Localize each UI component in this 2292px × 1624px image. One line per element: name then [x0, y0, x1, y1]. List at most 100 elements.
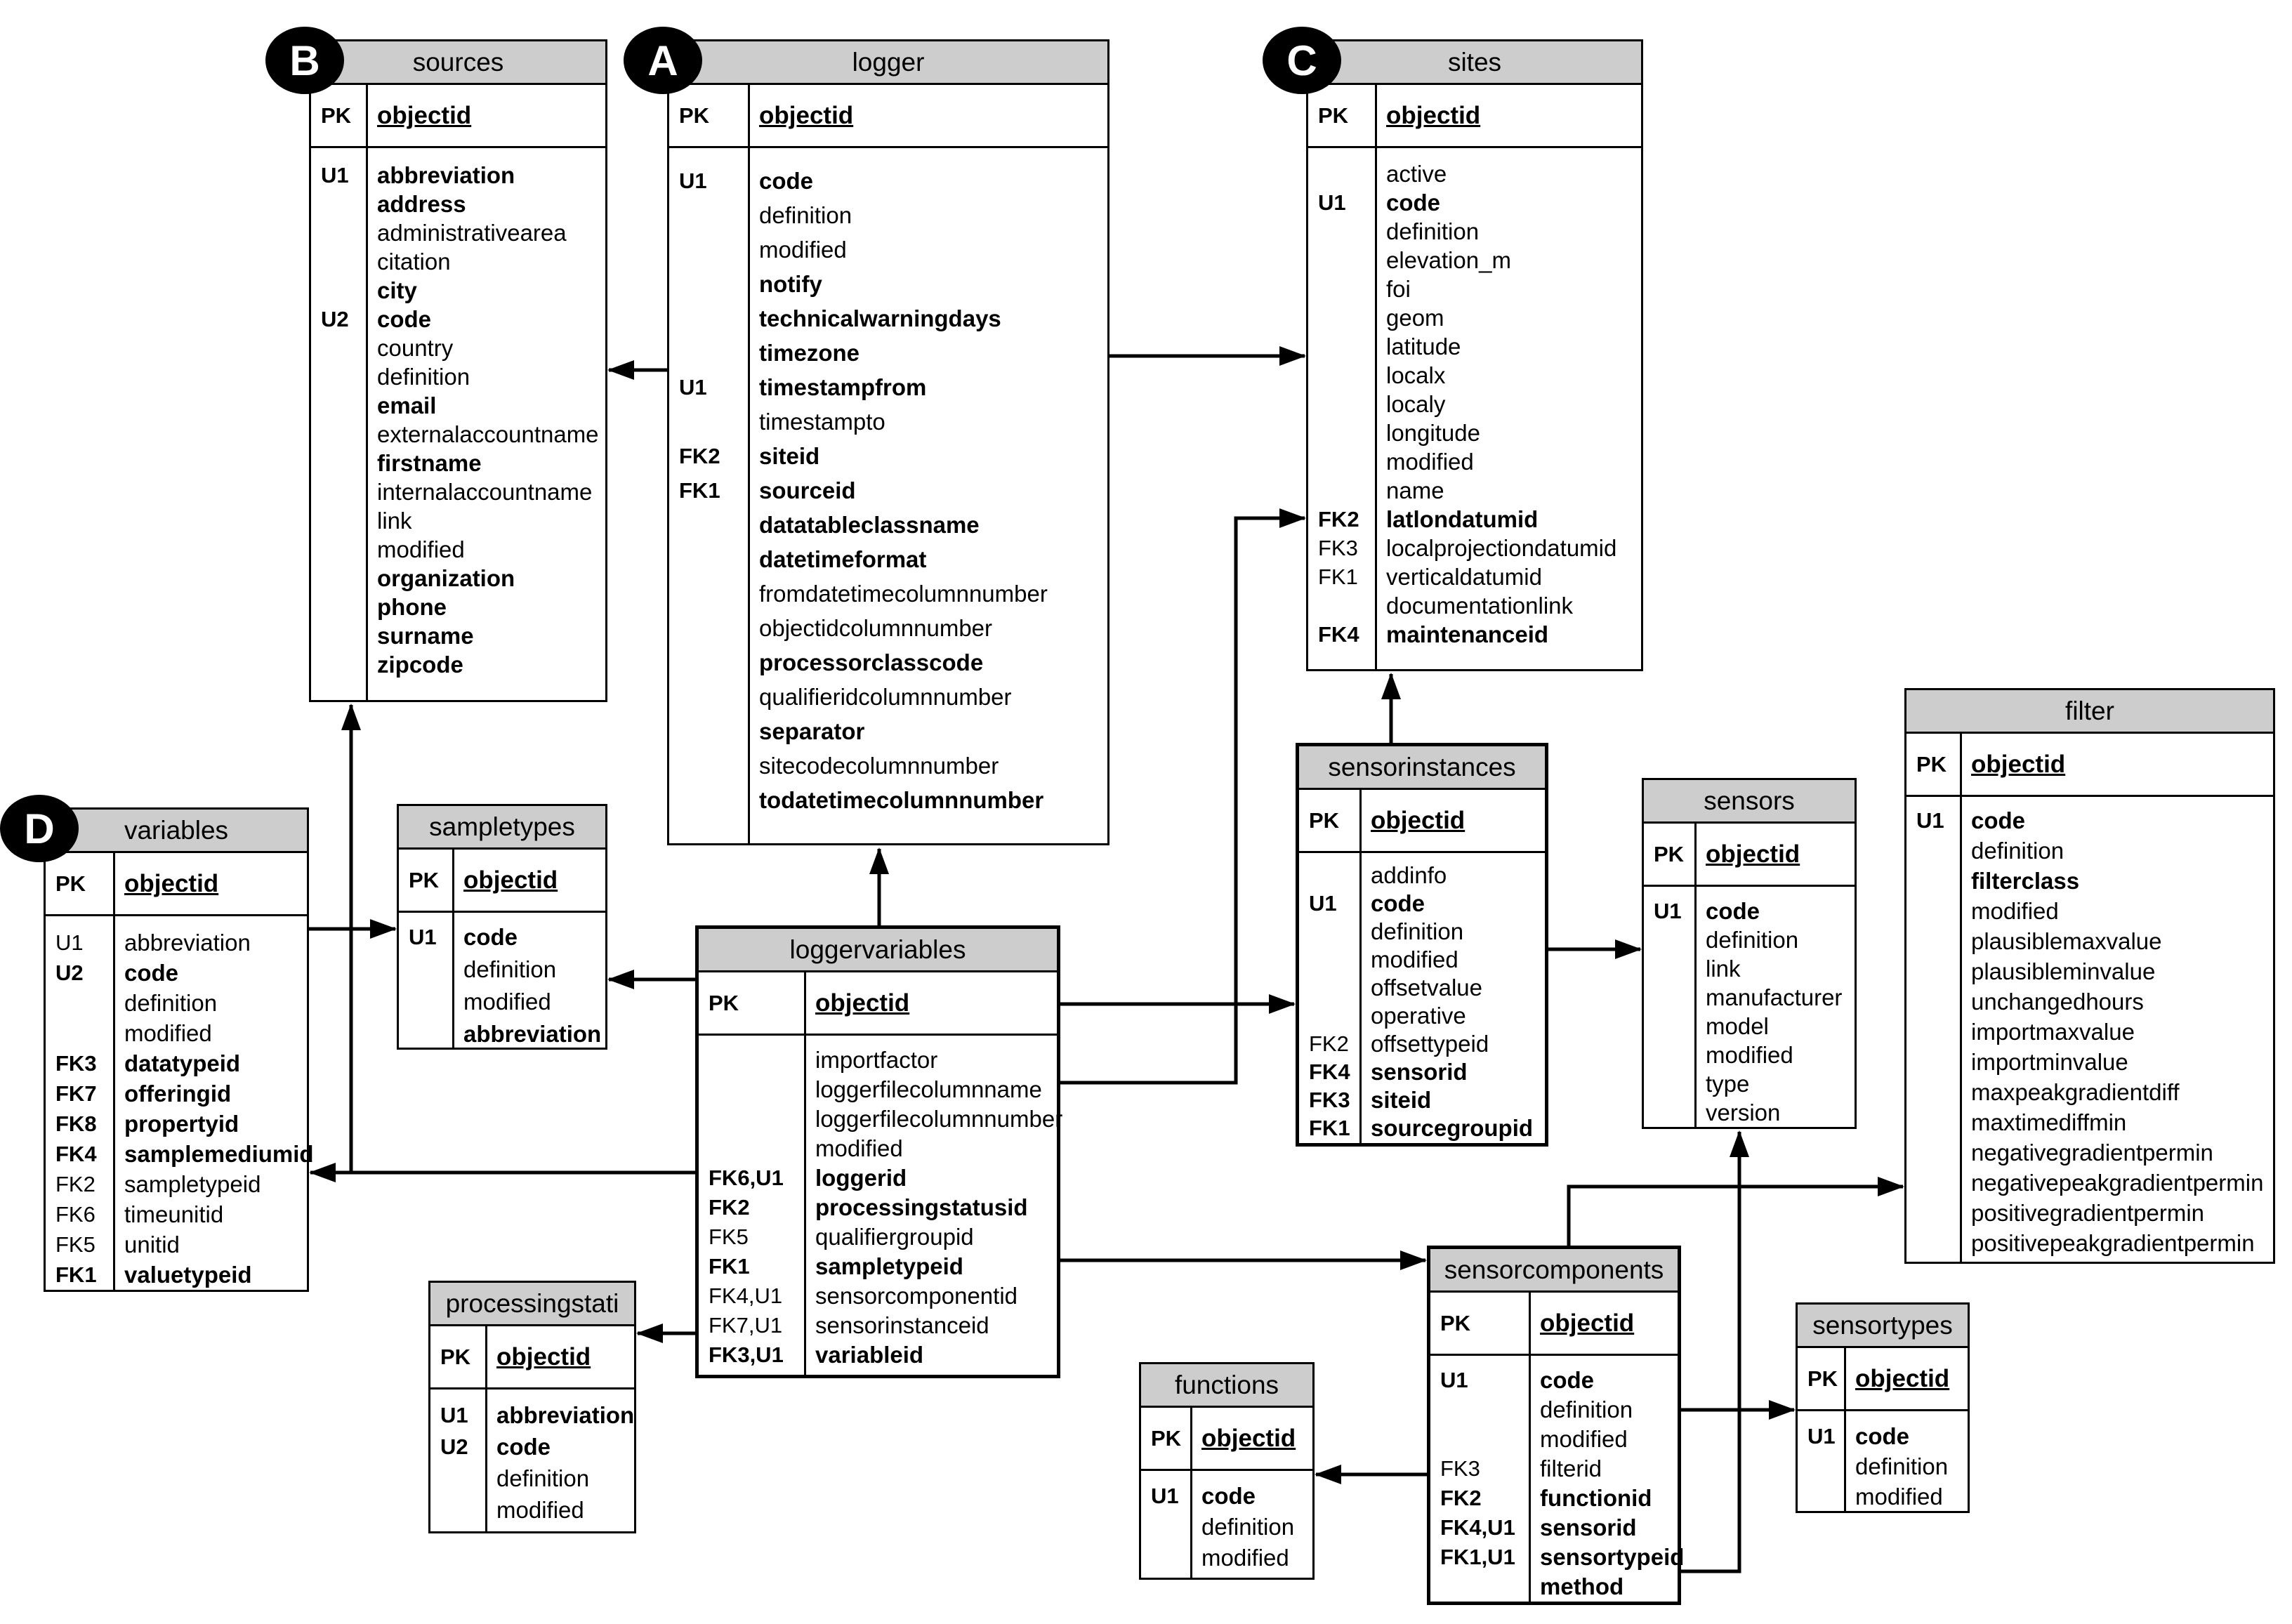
field-name: localy [1386, 390, 1446, 417]
field-row: loggerfilecolumnname [699, 1075, 1057, 1104]
pk-field-label: objectid [1855, 1364, 1950, 1392]
relationship-sensorcomponents-to-sensors [1681, 1130, 1749, 1573]
field-name: code [463, 924, 518, 950]
field-row: zipcode [311, 650, 605, 679]
field-name: abbreviation [496, 1401, 635, 1428]
pk-field-label: objectid [1371, 806, 1466, 834]
field-row: negativegradientpermin [1906, 1137, 2273, 1168]
field-name: externalaccountname [377, 421, 599, 447]
field-row: timestampto [669, 404, 1107, 439]
field-name: sensorid [1540, 1514, 1637, 1540]
pk-field-label: objectid [1971, 750, 2066, 778]
field-name: datetimeformat [759, 546, 927, 572]
field-name: latlondatumid [1386, 506, 1539, 532]
field-name: abbreviation [124, 929, 251, 956]
field-row: definition [311, 362, 605, 391]
field-row: longitude [1308, 418, 1641, 447]
field-key: FK2 [1318, 506, 1359, 532]
field-row: datatableclassname [669, 508, 1107, 542]
field-row: sitecodecolumnnumber [669, 748, 1107, 783]
field-name: firstname [377, 449, 482, 476]
field-name: definition [377, 363, 470, 390]
pk-field-label: objectid [124, 869, 219, 897]
field-row: plausiblemaxvalue [1906, 926, 2273, 956]
field-key: FK1 [1318, 564, 1358, 589]
pk-field-label: objectid [1201, 1424, 1296, 1452]
pk-field-label: objectid [496, 1342, 591, 1371]
field-row: method [1430, 1572, 1678, 1602]
field-key: FK4 [1309, 1059, 1350, 1084]
field-name: sensorcomponentid [815, 1283, 1018, 1309]
key-column-divider [485, 1326, 487, 1531]
field-name: modified [1371, 946, 1458, 972]
field-name: sampletypeid [124, 1170, 261, 1197]
field-row: abbreviation [399, 1018, 605, 1050]
table-title-filter: filter [1906, 690, 2273, 734]
field-name: abbreviation [463, 1021, 602, 1047]
pk-key-label: PK [55, 871, 86, 896]
field-name: timeunitid [124, 1201, 224, 1227]
field-row: city [311, 276, 605, 305]
field-row: phone [311, 593, 605, 621]
field-name: offeringid [124, 1080, 232, 1107]
field-name: sampletypeid [815, 1253, 963, 1279]
field-key: U1 [1151, 1484, 1179, 1508]
field-name: city [377, 277, 417, 303]
field-row: type [1644, 1069, 1855, 1098]
field-key: U2 [321, 306, 349, 331]
field-name: method [1540, 1573, 1624, 1599]
pk-row-variables: PK objectid [46, 853, 307, 916]
field-key: FK3 [1440, 1456, 1480, 1481]
field-name: qualifieridcolumnnumber [759, 683, 1012, 710]
pk-key-label: PK [409, 867, 440, 892]
field-key: FK4 [55, 1141, 97, 1166]
pk-key-label: PK [1654, 841, 1685, 866]
field-row: definition [669, 198, 1107, 232]
field-row: firstname [311, 449, 605, 477]
field-name: objectidcolumnnumber [759, 614, 993, 641]
field-name: datatableclassname [759, 511, 980, 538]
field-name: link [1706, 955, 1741, 982]
pk-key-label: PK [1318, 103, 1349, 128]
field-name: type [1706, 1070, 1750, 1097]
field-name: geom [1386, 304, 1444, 331]
pk-key-label: PK [1916, 751, 1947, 777]
field-name: documentationlink [1386, 592, 1573, 619]
field-row: modified [669, 232, 1107, 267]
field-key: FK1 [679, 477, 720, 503]
field-key: U1 [1654, 898, 1682, 923]
field-row: geom [1308, 303, 1641, 332]
field-row: modified [1430, 1425, 1678, 1454]
field-name: modified [1540, 1426, 1628, 1452]
field-name: latitude [1386, 333, 1461, 359]
field-row: email [311, 391, 605, 420]
field-name: modified [1971, 897, 2059, 924]
field-key: U1 [409, 925, 437, 949]
key-column-divider [1529, 1293, 1531, 1602]
field-row: definition [430, 1463, 634, 1494]
field-row: address [311, 190, 605, 218]
table-title-variables: variables [46, 810, 307, 853]
field-name: code [1971, 807, 2026, 833]
key-column-divider [452, 850, 454, 1048]
field-name: unchangedhours [1971, 988, 2144, 1015]
